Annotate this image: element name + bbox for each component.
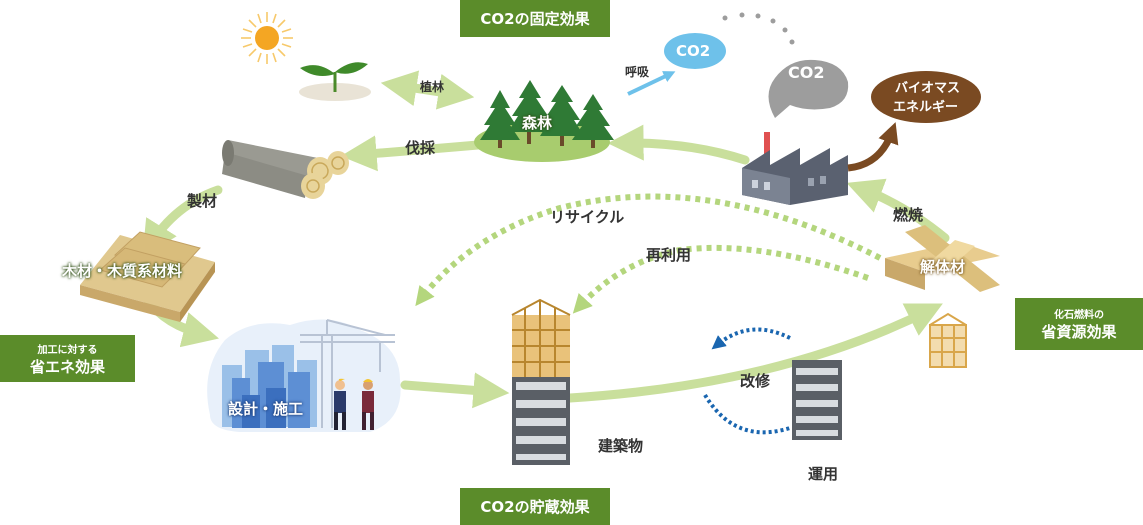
label-logging: 伐採 [405,139,436,157]
renovation-building-icon [792,360,842,440]
badge-co2-storage-text: CO2の貯蔵効果 [480,498,590,516]
logs-icon [222,140,349,199]
badge-fossil-saving: 化石燃料の 省資源効果 [1015,298,1143,350]
cycle-arrows [142,70,950,409]
arrow-building-to-dismantled [565,303,943,403]
wood-frame-icon [929,312,967,368]
label-renovation: 改修 [740,372,771,390]
co2-blue-bubble [627,33,726,96]
biomass-text-1: バイオマス [895,81,961,96]
node-dismantled: 解体材 [920,258,966,276]
label-reuse: 再利用 [646,246,692,264]
arrow-recycle [415,193,882,307]
forest-icon [474,80,614,162]
city-icon [207,319,401,432]
badge-fossil-saving-sub: 化石燃料の [1054,310,1104,321]
co2-gray-text: CO2 [788,63,825,82]
dotted-arrows [415,193,882,314]
workers-icon [334,378,374,430]
badge-co2-fixed: CO2の固定効果 [460,0,610,37]
dismantled-wood-icon [885,225,1000,292]
badge-fossil-saving-main: 省資源効果 [1041,323,1117,341]
sun-icon [241,12,293,64]
label-recycle: リサイクル [550,208,625,226]
seedling-icon [299,62,371,101]
arrow-renovation-bottom [703,393,791,435]
badge-energy-saving: 加工に対する 省エネ効果 [0,335,135,382]
node-lumber-materials: 木材・木質系材料 [62,262,183,280]
renovation-arrows [703,327,791,435]
label-planting: 植林 [420,80,445,94]
label-operation: 運用 [808,465,839,483]
label-burning: 燃焼 [893,206,924,224]
co2-blue-text: CO2 [676,42,711,60]
badge-energy-saving-sub: 加工に対する [37,344,98,356]
arrow-planting [380,70,475,110]
badge-co2-storage: CO2の貯蔵効果 [460,488,610,525]
arrow-design-to-building [400,372,510,409]
factory-icon [742,132,848,205]
label-building: 建築物 [598,437,644,455]
arrow-factory-to-forest [607,124,750,165]
lumber-icon [80,231,215,322]
biomass-arrow [847,71,981,172]
co2-gray-bubble [722,12,849,118]
badge-co2-fixed-text: CO2の固定効果 [480,10,590,28]
arrow-reuse [572,244,869,314]
node-design-construction: 設計・施工 [228,400,304,418]
label-respiration: 呼吸 [625,65,650,79]
crane-icon [300,319,395,428]
arrow-logging [340,135,483,172]
arrow-renovation-top [711,327,791,350]
badge-energy-saving-main: 省エネ効果 [29,357,105,376]
arrow-dismantled-to-factory [846,178,950,243]
label-sawmill: 製材 [187,192,218,210]
building-icon [511,298,571,465]
node-forest: 森林 [522,114,553,132]
biomass-text-2: エネルギー [893,100,959,115]
